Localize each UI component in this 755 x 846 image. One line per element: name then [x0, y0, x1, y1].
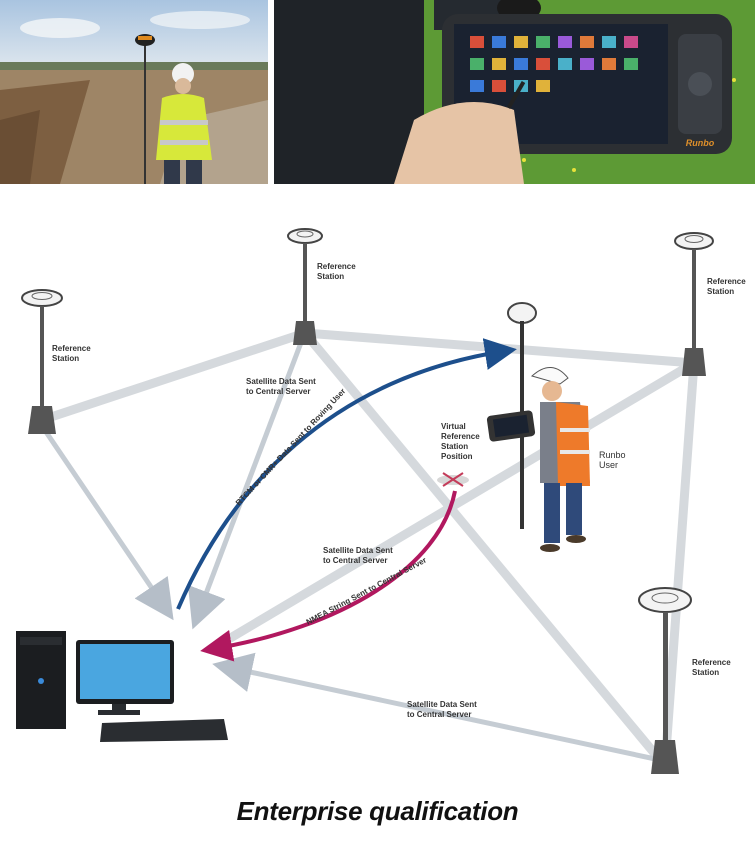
satellite-data-beams — [39, 339, 661, 763]
reference-station-1 — [21, 289, 63, 434]
central-server-computer — [16, 631, 228, 742]
reference-station-2 — [287, 228, 323, 345]
tablet-brand-text: Runbo — [686, 138, 715, 148]
surveyor-figure — [486, 367, 590, 552]
reference-station-4 — [638, 587, 692, 774]
nmea-label: NMEA String Sent to Central Server — [305, 556, 428, 627]
reference-station-3 — [674, 232, 714, 376]
rtcm-arrow — [176, 338, 517, 610]
surveyor-field-photo — [0, 0, 268, 184]
enterprise-qualification-caption: Enterprise qualification — [236, 796, 519, 826]
rtcm-label: RTCM or CMR+ Data Sent to Roving User — [234, 387, 347, 508]
virtual-station-marker — [437, 472, 469, 487]
tablet-in-field-photo: Runbo — [274, 0, 755, 184]
nmea-arrow — [200, 490, 457, 662]
